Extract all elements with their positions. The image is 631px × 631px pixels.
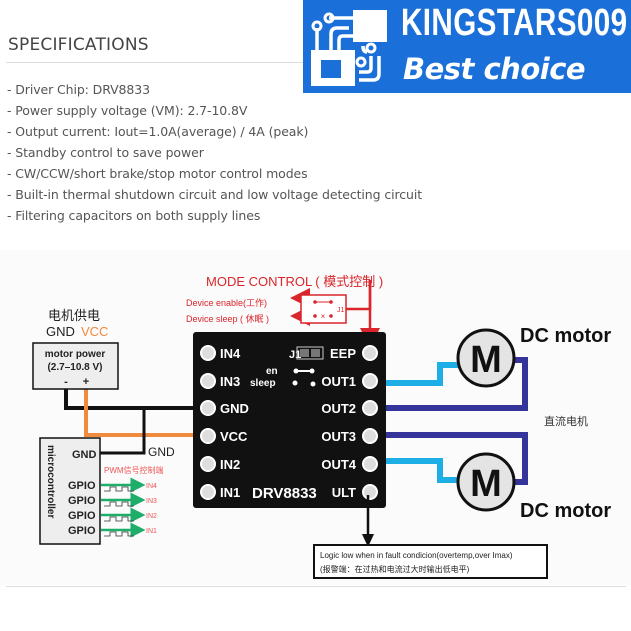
gpio-pin: GPIO [68,480,96,492]
mode-control-title: MODE CONTROL ( 模式控制 ) [206,274,383,289]
gpio-pin: GPIO [68,510,96,522]
gpio-pin: GPIO [68,525,96,537]
pin-hole [362,345,378,361]
jumper-label: J1 [337,307,345,314]
dc-motor-bottom: M [456,452,516,512]
device-enable-label: Device enable(工作) [186,297,267,308]
dc-motor-label-top: DC motor [520,325,611,347]
board-en-label: en [266,366,278,377]
board-chip-name: DRV8833 [252,485,317,502]
pwm-target-label: IN3 [146,498,157,505]
board-jumper-label: J1 [289,349,301,361]
spec-item: - Standby control to save power [7,145,204,160]
pwm-waveform [104,531,134,537]
microcontroller-label: microcontroller [45,445,56,518]
pin-hole [362,456,378,472]
motor-power-box [32,342,119,390]
spec-item: - Output current: Iout=1.0A(average) / 4… [7,124,309,139]
fault-note-line2: (报警端：在过热和电流过大时输出低电平) [320,564,470,574]
fault-note-line1: Logic low when in fault condicion(overte… [320,551,513,560]
dc-motor-top: M [456,328,516,388]
svg-text:×: × [321,312,326,321]
gpio-pin: GPIO [68,495,96,507]
pwm-waveform [104,486,134,492]
pwm-target-label: IN4 [146,483,157,490]
microcontroller-box [39,437,101,545]
pin-label-ult: ULT [332,485,356,500]
pwm-target-label: IN1 [146,528,157,535]
pin-label-in2: IN2 [220,457,240,472]
spec-item: - Filtering capacitors on both supply li… [7,208,261,223]
title-divider [6,62,306,63]
pin-label-out1: OUT1 [321,374,356,389]
pin-label-in1: IN1 [220,485,240,500]
jumper-box [300,294,347,324]
gnd-wire [64,388,200,410]
wiring-diagram: M M DC motor DC motor 直流电机 MODE CONTROL … [0,250,631,585]
brand-banner: KINGSTARS009 Best choice [303,0,631,93]
pin-hole [200,373,216,389]
motor-symbol: M [470,339,502,381]
pin-hole [362,484,378,500]
motor-power-cn-label: 电机供电 [48,308,100,323]
pin-hole [200,484,216,500]
pin-hole [200,428,216,444]
spec-item: - CW/CCW/short brake/stop motor control … [7,166,308,181]
pin-label-out4: OUT4 [321,457,356,472]
pin-label-out2: OUT2 [321,401,356,416]
specifications-title: SPECIFICATIONS [8,35,149,55]
pin-hole [362,373,378,389]
mcu-gnd-pin: GND [72,449,97,461]
pwm-target-label: IN2 [146,513,157,520]
minus-terminal: - [64,376,68,388]
out1-wire [372,362,460,386]
plus-terminal: + [83,376,89,388]
dc-motor-label-cn: 直流电机 [544,414,588,428]
pwm-waveform [104,501,134,507]
specifications-list: - Driver Chip: DRV8833 - Power supply vo… [7,79,422,226]
pin-hole [200,400,216,416]
pin-hole [200,456,216,472]
pin-hole [362,428,378,444]
motor-power-box-range: (2.7–10.8 V) [47,362,102,373]
pin-label-out3: OUT3 [321,429,356,444]
motor-symbol: M [470,463,502,505]
out2-wire [372,357,528,411]
board-sleep-label: sleep [250,378,276,389]
pin-hole [200,345,216,361]
spec-item: - Driver Chip: DRV8833 [7,82,150,97]
pin-label-vcc: VCC [220,429,248,444]
motor-power-gnd-label: GND [46,324,75,339]
motor-power-box-title: motor power [45,349,106,360]
pin-label-in3: IN3 [220,374,240,389]
pin-hole [362,400,378,416]
fault-note-box [313,544,548,579]
device-sleep-label: Device sleep ( 休眠 ) [186,313,269,324]
mcu-gnd-wire [100,408,146,455]
bottom-divider [6,586,626,587]
mcu-gnd-wire-label: GND [148,445,175,459]
dc-motor-label-bottom: DC motor [520,500,611,522]
brand-title: KINGSTARS009 [401,2,628,44]
vcc-wire [84,388,200,437]
pwm-label: PWM信号控制端 [104,465,164,475]
circuit-chip-icon [311,10,387,86]
brand-subtitle: Best choice [403,52,586,86]
pwm-waveform [104,516,134,522]
spec-item: - Power supply voltage (VM): 2.7-10.8V [7,103,248,118]
pin-label-in4: IN4 [220,346,241,361]
out4-wire [372,458,460,483]
pin-label-gnd: GND [220,401,249,416]
out3-wire [372,432,528,485]
motor-power-vcc-label: VCC [81,324,108,339]
spec-item: - Built-in thermal shutdown circuit and … [7,187,422,202]
pin-label-eep: EEP [330,346,356,361]
